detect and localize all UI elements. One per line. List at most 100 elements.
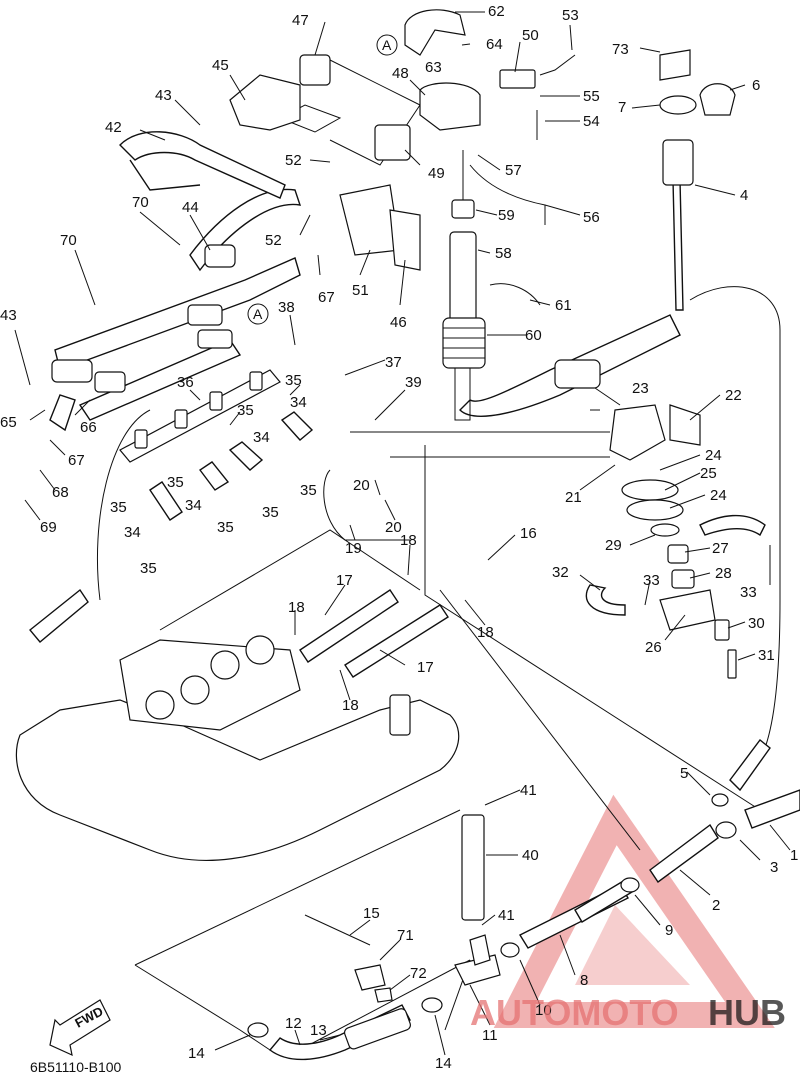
- part-label-24b: 24: [710, 487, 727, 504]
- part-label-18d: 18: [342, 697, 359, 714]
- part-label-38: 38: [278, 299, 295, 316]
- part-label-55: 55: [583, 88, 600, 105]
- part-label-35c: 35: [167, 474, 184, 491]
- part-label-20a: 20: [353, 477, 370, 494]
- part-label-14a: 14: [188, 1045, 205, 1062]
- part-label-66: 66: [80, 419, 97, 436]
- part-label-27: 27: [712, 540, 729, 557]
- part-label-52b: 52: [265, 232, 282, 249]
- part-label-22: 22: [725, 387, 742, 404]
- rail-assembly-36: [119, 369, 314, 521]
- part-label-46: 46: [390, 314, 407, 331]
- part-label-26: 26: [645, 639, 662, 656]
- part-label-35h: 35: [300, 482, 317, 499]
- part-label-71: 71: [397, 927, 414, 944]
- diagram-reference-code: 6B51110-B100: [30, 1059, 122, 1075]
- part-label-1: 1: [790, 847, 798, 864]
- part-label-2: 2: [712, 897, 720, 914]
- part-label-9: 9: [665, 922, 673, 939]
- part-label-58: 58: [495, 245, 512, 262]
- part-label-20b: 20: [385, 519, 402, 536]
- part-label-12: 12: [285, 1015, 302, 1032]
- part-label-56: 56: [583, 209, 600, 226]
- watermark-part2: HUB: [708, 992, 786, 1033]
- part-label-69: 69: [40, 519, 57, 536]
- part-label-70b: 70: [60, 232, 77, 249]
- part-label-4: 4: [740, 187, 748, 204]
- part-label-35f: 35: [217, 519, 234, 536]
- part-label-35g: 35: [262, 504, 279, 521]
- part-label-59: 59: [498, 207, 515, 224]
- fwd-arrow: FWD: [49, 999, 111, 1057]
- leader-lines: [14, 11, 791, 1056]
- thermostat-assembly: [350, 404, 766, 679]
- circle-marker-top: A: [376, 34, 398, 56]
- part-label-14b: 14: [435, 1055, 452, 1072]
- part-number-labels: 1 2 3 4 5 6 7 8 9 10 11 12 13 14 14 15 1…: [0, 3, 798, 1072]
- part-label-72: 72: [410, 965, 427, 982]
- part-label-62: 62: [488, 3, 505, 20]
- watermark-part1: AUTOMOTO: [470, 992, 679, 1033]
- part-label-33b: 33: [740, 584, 757, 601]
- part-label-49: 49: [428, 165, 445, 182]
- part-label-18c: 18: [477, 624, 494, 641]
- part-label-30: 30: [748, 615, 765, 632]
- part-label-48: 48: [392, 65, 409, 82]
- part-label-8: 8: [580, 972, 588, 989]
- part-label-57: 57: [505, 162, 522, 179]
- watermark-logo: [493, 794, 775, 1028]
- lower-left-parts: [247, 914, 443, 1061]
- part-label-64: 64: [486, 36, 503, 53]
- part-label-19: 19: [345, 540, 362, 557]
- part-label-32: 32: [552, 564, 569, 581]
- part-label-3: 3: [770, 859, 778, 876]
- part-label-21: 21: [565, 489, 582, 506]
- circle-marker-label: A: [382, 37, 392, 53]
- part-label-16: 16: [520, 525, 537, 542]
- hose-left-assembly: [49, 131, 302, 432]
- part-label-17b: 17: [417, 659, 434, 676]
- part-label-44: 44: [182, 199, 199, 216]
- part-label-18a: 18: [400, 532, 417, 549]
- part-label-39: 39: [405, 374, 422, 391]
- part-label-35e: 35: [140, 560, 157, 577]
- part-label-68: 68: [52, 484, 69, 501]
- watermark-text: AUTOMOTO HUB: [470, 992, 786, 1033]
- part-label-11: 11: [482, 1027, 498, 1044]
- part-label-25: 25: [700, 465, 717, 482]
- part-label-34d: 34: [124, 524, 141, 541]
- part-label-7: 7: [618, 99, 626, 116]
- part-label-35a: 35: [285, 372, 302, 389]
- part-label-18b: 18: [288, 599, 305, 616]
- part-label-47: 47: [292, 12, 309, 29]
- part-label-45: 45: [212, 57, 229, 74]
- part-label-35b: 35: [237, 402, 254, 419]
- part-label-60: 60: [525, 327, 542, 344]
- part-label-34c: 34: [185, 497, 202, 514]
- part-label-17a: 17: [336, 572, 353, 589]
- part-label-6: 6: [752, 77, 760, 94]
- part-label-15: 15: [363, 905, 380, 922]
- part-label-5: 5: [680, 765, 688, 782]
- part-label-67b: 67: [68, 452, 85, 469]
- part-label-70a: 70: [132, 194, 149, 211]
- part-label-41a: 41: [520, 782, 537, 799]
- lower-right-parts: [454, 793, 737, 986]
- part-label-51: 51: [352, 282, 369, 299]
- part-label-73: 73: [612, 41, 629, 58]
- part-label-23: 23: [632, 380, 649, 397]
- circle-marker-mid: A: [247, 303, 269, 325]
- top-parts: [229, 9, 736, 271]
- part-label-53: 53: [562, 7, 579, 24]
- part-label-67a: 67: [318, 289, 335, 306]
- hose-right-assembly: [29, 179, 800, 829]
- part-label-24a: 24: [705, 447, 722, 464]
- part-label-29: 29: [605, 537, 622, 554]
- part-label-63: 63: [425, 59, 442, 76]
- part-label-43a: 43: [155, 87, 172, 104]
- part-label-31: 31: [758, 647, 775, 664]
- part-label-37: 37: [385, 354, 402, 371]
- part-label-36: 36: [177, 374, 194, 391]
- part-label-42: 42: [105, 119, 122, 136]
